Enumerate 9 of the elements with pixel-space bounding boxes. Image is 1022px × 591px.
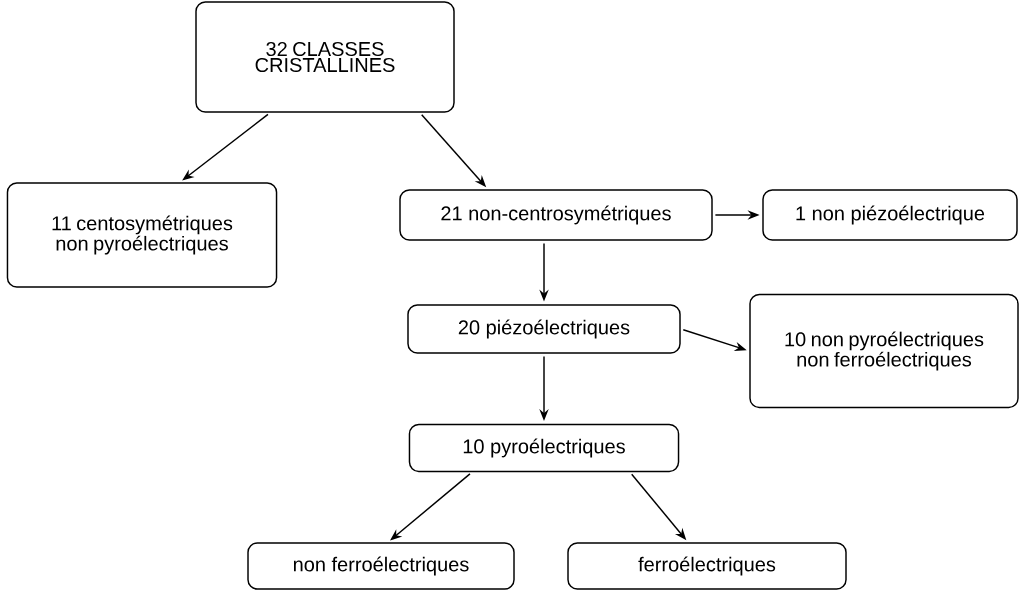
class-box: 32 CLASSES CRISTALLINES — [195, 1, 455, 113]
class-box: non ferroélectriques — [247, 542, 515, 590]
class-box: 10 non pyroélectriques non ferroélectriques — [749, 293, 1019, 409]
class-box: 20 piézoélectriques — [407, 304, 681, 354]
class-box: ferroélectriques — [567, 542, 847, 590]
class-box: 21 non-centrosymétriques — [399, 189, 713, 241]
class-box: 11 centosymétriques non pyroélectriques — [6, 182, 278, 288]
class-box: 1 non piézoélectrique — [762, 189, 1018, 241]
class-box: 10 pyroélectriques — [408, 423, 680, 473]
